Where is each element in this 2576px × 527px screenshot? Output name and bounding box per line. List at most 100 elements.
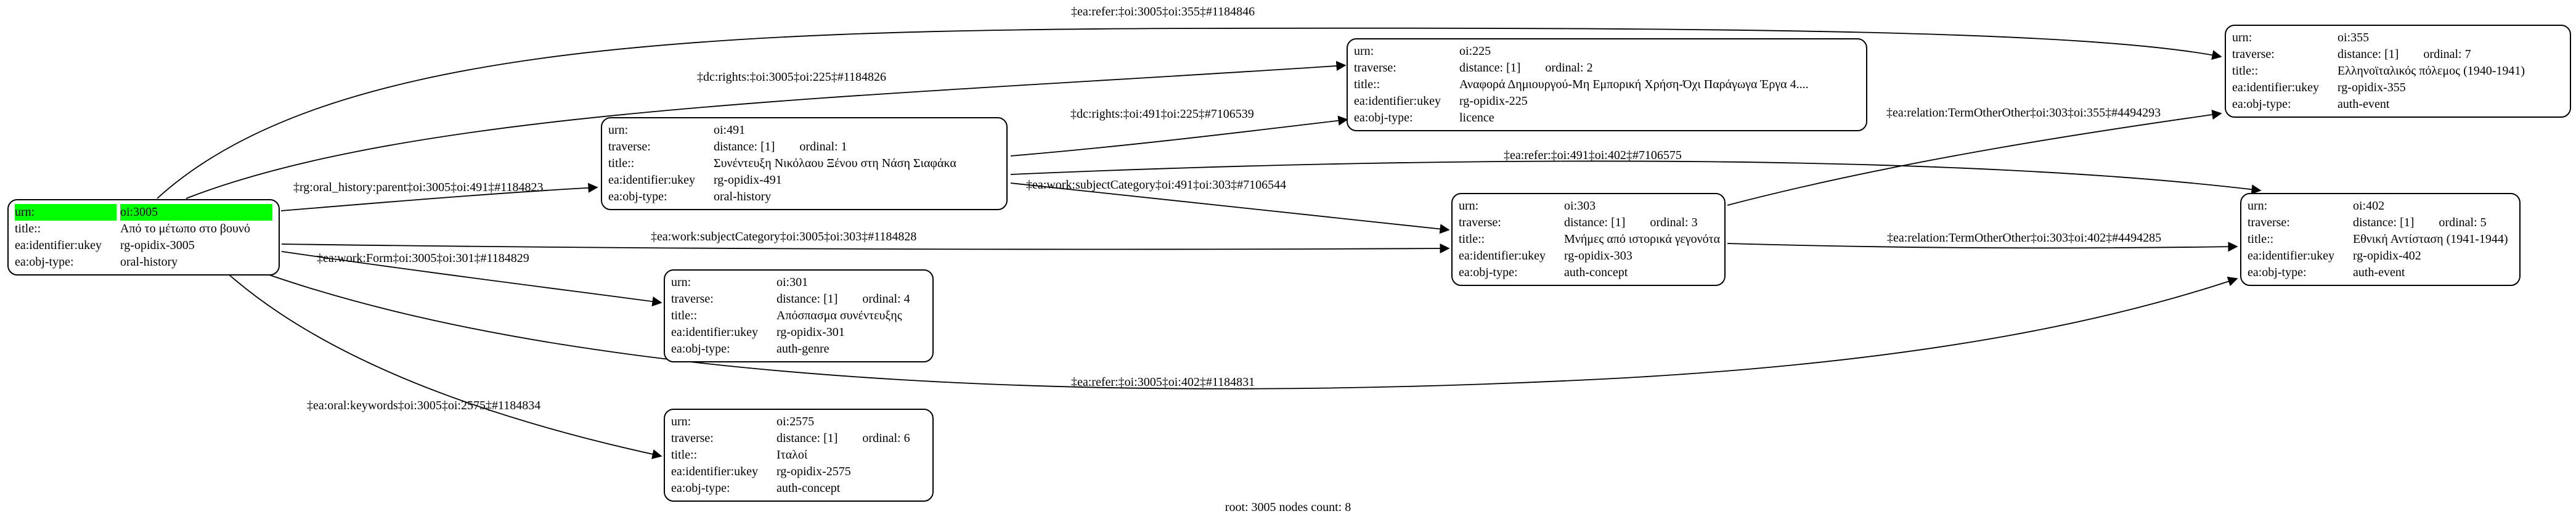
- row-value: Από το μέτωπο στο βουνό: [120, 222, 250, 235]
- node-oi-303: urn: oi:303 traverse: distance: [1] ordi…: [1451, 193, 1726, 286]
- row-key: traverse:: [608, 140, 651, 153]
- row-value: distance: [1]: [2338, 47, 2399, 61]
- row-value: Απόσπασμα συνέντευξης: [776, 309, 902, 322]
- node-row: ea:identifier:ukey rg-opidix-303: [1459, 248, 1718, 264]
- row-value-ordinal: ordinal: 7: [2423, 47, 2471, 61]
- row-key: title::: [1459, 232, 1485, 246]
- edge-label-rights-491-225: ‡dc:rights:‡oi:491‡oi:225‡#7106539: [1070, 107, 1254, 121]
- row-value: oi:3005: [120, 204, 272, 221]
- edge-refer-491-402: [1010, 160, 2262, 195]
- row-key: traverse:: [671, 431, 714, 445]
- node-row: title:: Απόσπασμα συνέντευξης: [671, 308, 926, 324]
- node-row: traverse: distance: [1] ordinal: 7: [2232, 46, 2564, 63]
- row-value: rg-opidix-303: [1564, 249, 1632, 263]
- node-row: traverse: distance: [1] ordinal: 6: [671, 430, 926, 447]
- node-row: ea:identifier:ukey rg-opidix-225: [1354, 93, 1860, 110]
- row-value: auth-event: [2353, 266, 2405, 279]
- row-key: ea:obj-type:: [671, 342, 730, 356]
- row-value: licence: [1459, 111, 1494, 125]
- row-key: ea:obj-type:: [608, 190, 667, 203]
- node-row: title:: Μνήμες από ιστορικά γεγονότα: [1459, 231, 1721, 248]
- row-value: distance: [1]: [714, 140, 775, 153]
- edge-subjectcategory-3005-303: [281, 243, 1450, 254]
- row-key: ea:identifier:ukey: [671, 465, 759, 478]
- row-value-ordinal: ordinal: 3: [1650, 216, 1698, 229]
- row-value: auth-concept: [776, 481, 841, 495]
- node-row: ea:obj-type: auth-event: [2248, 264, 2513, 281]
- row-key: traverse:: [671, 292, 714, 306]
- node-row: ea:identifier:ukey rg-opidix-491: [608, 172, 1000, 189]
- row-key: urn:: [1354, 44, 1374, 58]
- node-row: ea:obj-type: oral-history: [15, 254, 272, 271]
- edge-label-refer-3005-402: ‡ea:refer:‡oi:3005‡oi:402‡#1184831: [1071, 375, 1255, 389]
- row-value: distance: [1]: [776, 431, 838, 445]
- row-value: Ελληνοϊταλικός πόλεμος (1940-1941): [2338, 64, 2525, 78]
- row-value: oral-history: [120, 255, 178, 269]
- node-row: traverse: distance: [1] ordinal: 1: [608, 139, 1000, 155]
- node-oi-3005: urn: oi:3005 title:: Από το μέτωπο στο β…: [7, 199, 280, 276]
- row-key: ea:obj-type:: [1354, 111, 1413, 125]
- row-key: ea:identifier:ukey: [2248, 249, 2335, 263]
- node-row: title:: Ιταλοί: [671, 447, 926, 464]
- node-row: ea:obj-type: auth-event: [2232, 96, 2564, 113]
- node-row: title:: Εθνική Αντίσταση (1941-1944): [2248, 231, 2513, 248]
- edge-keywords-3005-2575: [229, 274, 662, 459]
- row-value: Ιταλοί: [776, 448, 808, 462]
- row-key: ea:identifier:ukey: [608, 173, 696, 187]
- row-value: oi:225: [1459, 44, 1491, 58]
- node-row: traverse: distance: [1] ordinal: 2: [1354, 60, 1860, 76]
- node-row: ea:identifier:ukey rg-opidix-301: [671, 324, 926, 341]
- row-value: rg-opidix-355: [2338, 81, 2406, 94]
- row-key: title::: [1354, 78, 1380, 91]
- edge-label-form-3005-301: ‡ea:work:Form‡oi:3005‡oi:301‡#1184829: [317, 251, 529, 265]
- row-value: distance: [1]: [776, 292, 838, 306]
- node-row: traverse: distance: [1] ordinal: 3: [1459, 214, 1718, 231]
- node-row: title:: Αναφορά Δημιουργού-Μη Εμπορική Χ…: [1354, 76, 1860, 93]
- node-row: ea:obj-type: auth-concept: [671, 480, 926, 497]
- node-row: urn: oi:355: [2232, 30, 2564, 46]
- node-oi-301: urn: oi:301 traverse: distance: [1] ordi…: [664, 269, 934, 362]
- row-value: Μνήμες από ιστορικά γεγονότα: [1564, 232, 1721, 246]
- row-value: rg-opidix-2575: [776, 465, 851, 478]
- row-key: urn:: [671, 276, 691, 289]
- row-key: urn:: [2248, 199, 2268, 213]
- row-value: Αναφορά Δημιουργού-Μη Εμπορική Χρήση-Όχι…: [1459, 78, 1809, 91]
- node-row: ea:obj-type: oral-history: [608, 189, 1000, 205]
- row-value: oi:301: [776, 276, 809, 289]
- node-row: urn: oi:491: [608, 122, 1000, 139]
- node-row: title:: Συνέντευξη Νικόλαου Ξένου στη Νά…: [608, 155, 1000, 172]
- row-value: distance: [1]: [1564, 216, 1626, 229]
- row-key: traverse:: [2248, 216, 2290, 229]
- row-value: auth-genre: [776, 342, 829, 356]
- row-key: ea:identifier:ukey: [1459, 249, 1546, 263]
- node-row: ea:obj-type: auth-genre: [671, 341, 926, 357]
- node-oi-355: urn: oi:355 traverse: distance: [1] ordi…: [2225, 25, 2571, 118]
- row-key: title::: [671, 309, 698, 322]
- node-row: urn: oi:225: [1354, 43, 1860, 60]
- row-key: ea:obj-type:: [671, 481, 730, 495]
- node-row: urn: oi:3005: [15, 204, 272, 221]
- row-value: rg-opidix-491: [714, 173, 782, 187]
- row-key: ea:identifier:ukey: [671, 325, 759, 339]
- row-value: auth-concept: [1564, 266, 1628, 279]
- row-key: ea:obj-type:: [15, 255, 74, 269]
- node-row: urn: oi:301: [671, 274, 926, 291]
- row-value: oi:355: [2338, 31, 2370, 44]
- row-value: oi:2575: [776, 415, 815, 428]
- edge-form-3005-301: [281, 251, 662, 307]
- edge-parent-3005-491: [280, 182, 598, 211]
- row-key: ea:obj-type:: [2232, 97, 2291, 111]
- row-value: oi:402: [2353, 199, 2385, 213]
- row-value: oi:491: [714, 123, 746, 137]
- edge-label-subjectcategory-3005-303: ‡ea:work:subjectCategory‡oi:3005‡oi:303‡…: [651, 230, 917, 243]
- row-value: rg-opidix-225: [1459, 94, 1528, 108]
- row-key: urn:: [15, 204, 116, 221]
- row-value-ordinal: ordinal: 4: [862, 292, 910, 306]
- row-key: traverse:: [1354, 61, 1396, 75]
- edge-label-keywords-3005-2575: ‡ea:oral:keywords‡oi:3005‡oi:2575‡#11848…: [307, 399, 541, 412]
- row-value: Συνέντευξη Νικόλαου Ξένου στη Νάση Σιαφά…: [714, 157, 956, 170]
- node-row: traverse: distance: [1] ordinal: 4: [671, 291, 926, 308]
- edge-label-parent-3005-491: ‡rg:oral_history:parent‡oi:3005‡oi:491‡#…: [293, 181, 544, 194]
- edge-label-relation-303-402: ‡ea:relation:TermOtherOther‡oi:303‡oi:40…: [1887, 231, 2162, 245]
